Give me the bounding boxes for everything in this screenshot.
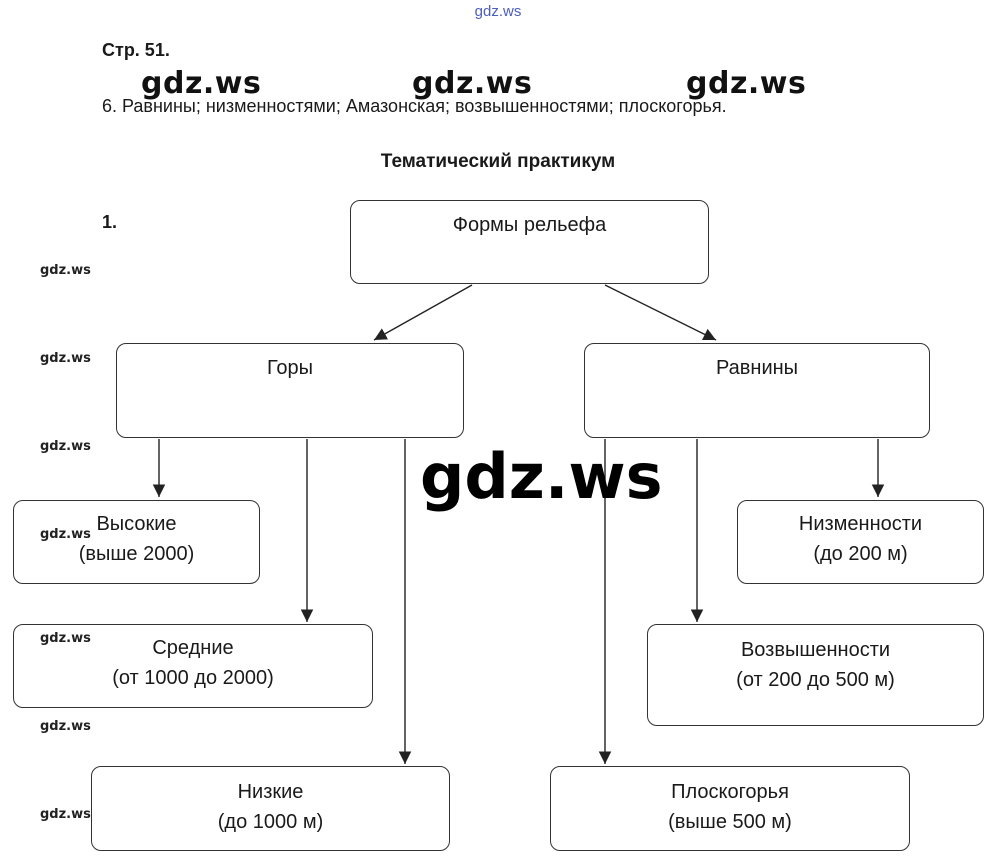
node-plains: Равнины [584,343,930,438]
page-reference: Стр. 51. [102,40,170,60]
node-label: Высокие [96,513,177,535]
node-high-mountains: Высокие (выше 2000) [13,500,260,584]
task-number: 1. [102,212,118,232]
node-plateaus: Плоскогорья (выше 500 м) [550,766,910,851]
watermark-side: gdz.ws [40,263,91,278]
watermark-big: gdz.ws [412,66,533,101]
node-low-mountains: Низкие (до 1000 м) [91,766,450,851]
node-uplands: Возвышенности (от 200 до 500 м) [647,624,984,726]
node-label: Низкие [237,781,304,803]
watermark-top: gdz.ws [474,3,522,20]
node-sublabel: (от 1000 до 2000) [112,667,274,689]
node-mountains: Горы [116,343,464,438]
node-label: Средние [152,637,234,659]
node-label: Формы рельефа [452,214,607,236]
watermark-center: gdz.ws [420,440,663,513]
node-label: Низменности [798,513,923,535]
watermark-side: gdz.ws [40,631,91,646]
watermark-side: gdz.ws [40,527,91,542]
arrow-root-to-plains [604,284,717,341]
node-label: Горы [266,357,314,379]
node-lowlands: Низменности (до 200 м) [737,500,984,584]
node-medium-mountains: Средние (от 1000 до 2000) [13,624,373,708]
watermark-side: gdz.ws [40,719,91,734]
node-label: Возвышенности [740,639,891,661]
watermark-side: gdz.ws [40,807,91,822]
node-label: Равнины [715,357,799,379]
node-sublabel: (выше 500 м) [668,811,792,833]
node-sublabel: (от 200 до 500 м) [736,669,895,691]
node-sublabel: (выше 2000) [78,543,195,565]
watermark-big: gdz.ws [686,66,807,101]
answer-text: 6. Равнины; низменностями; Амазонская; в… [102,96,727,116]
watermark-side: gdz.ws [40,439,91,454]
watermark-side: gdz.ws [40,351,91,366]
node-label: Плоскогорья [671,781,789,803]
section-heading: Тематический практикум [380,151,616,172]
node-sublabel: (до 1000 м) [217,811,324,833]
arrow-root-to-mountains [373,284,473,341]
watermark-big: gdz.ws [141,66,262,101]
node-sublabel: (до 200 м) [813,543,908,565]
node-relief-forms: Формы рельефа [350,200,709,284]
